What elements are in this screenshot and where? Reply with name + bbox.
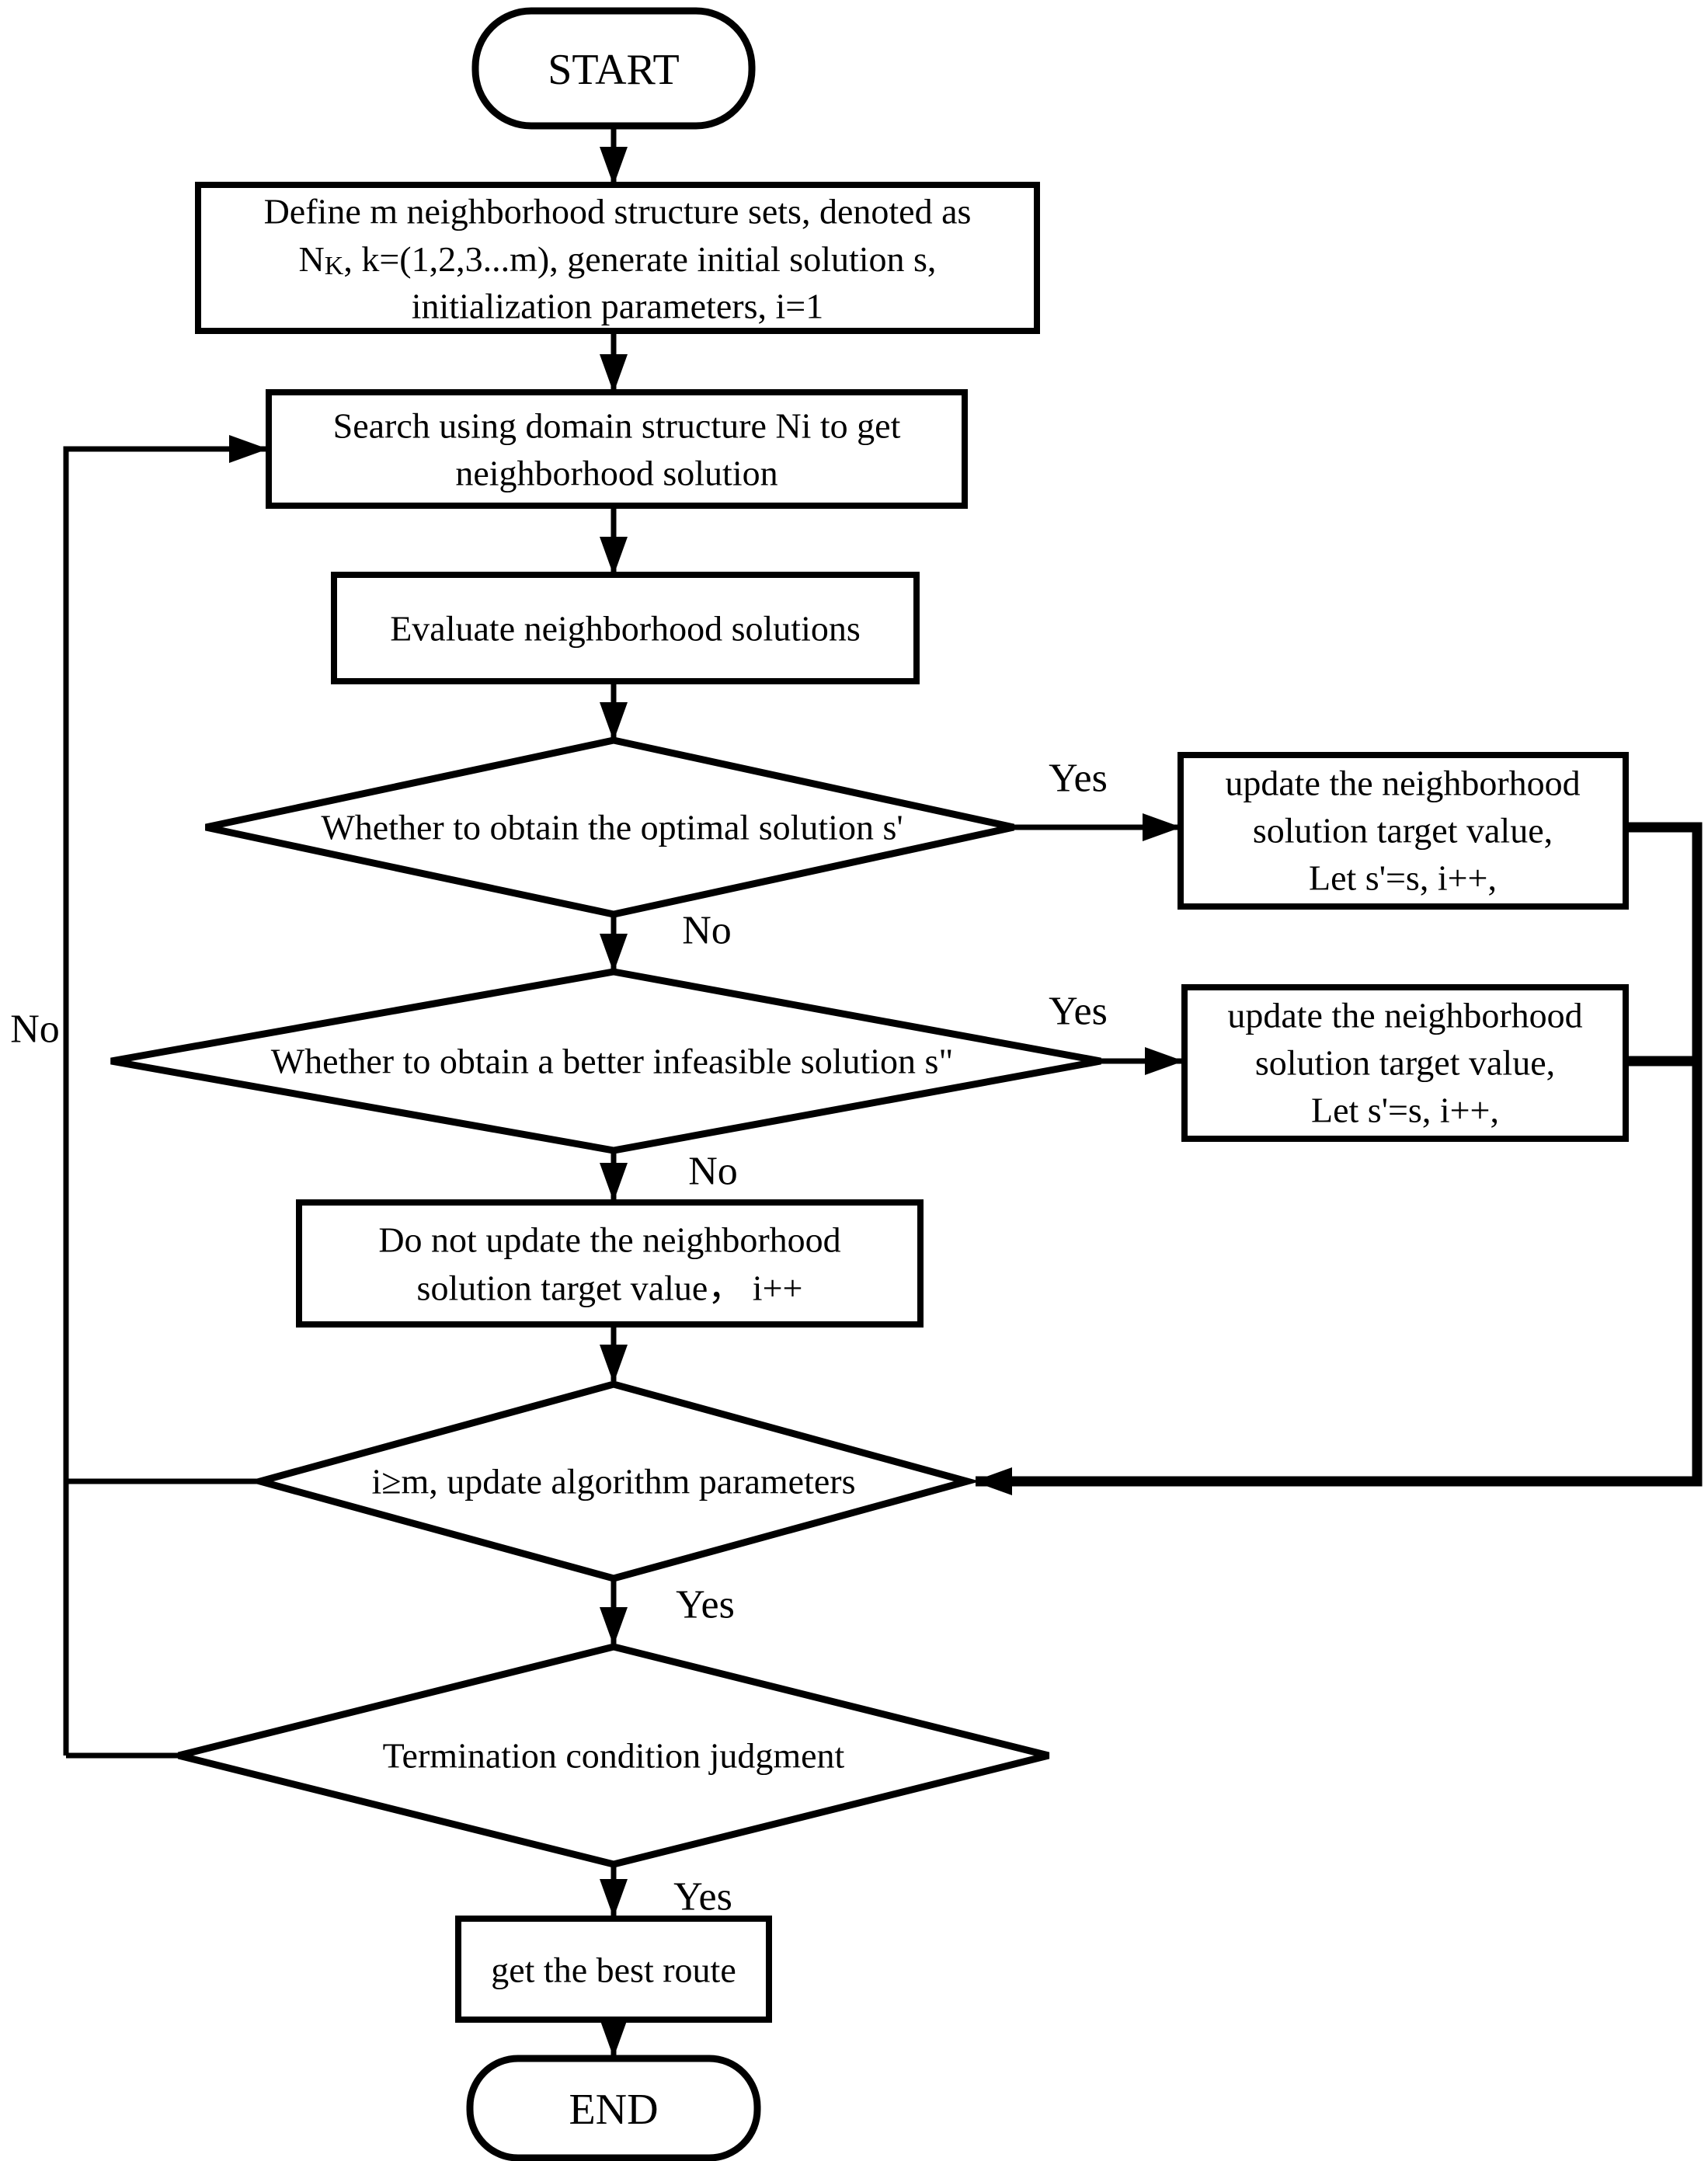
update-optimal-process-node: update the neighborhood solution target …: [1178, 752, 1629, 910]
decision-optimal-shape: [205, 736, 1014, 918]
define-process-shape: [195, 182, 1040, 334]
edge-right-rail-to-decision-iterations: [973, 822, 1703, 1495]
update-infeasible-line-2: solution target value,: [1255, 1043, 1555, 1083]
define-line-2: NK, k=(1,2,3...m), generate initial solu…: [299, 239, 937, 280]
evaluate-label: Evaluate neighborhood solutions: [390, 609, 861, 649]
search-process-shape: [266, 389, 968, 509]
search-line-1: Search using domain structure Ni to get: [333, 406, 901, 446]
start-label: START: [548, 46, 680, 94]
decision-termination-label: Termination condition judgment: [383, 1736, 845, 1776]
edge-labels: Yes No Yes No Yes Yes No: [10, 757, 1108, 1919]
end-terminator-shape: [466, 2055, 761, 2161]
label-infeasible-yes: Yes: [1049, 990, 1108, 1034]
search-line-2: neighborhood solution: [455, 454, 777, 493]
best-route-process-node: get the best route: [455, 1916, 772, 2023]
label-iterations-yes: Yes: [676, 1583, 735, 1627]
update-infeasible-process-node: update the neighborhood solution target …: [1181, 984, 1629, 1142]
end-label: END: [569, 2086, 658, 2134]
label-loop-no: No: [10, 1007, 60, 1052]
update-optimal-line-1: update the neighborhood: [1225, 764, 1580, 803]
connector-edges: [63, 126, 1703, 2058]
update-infeasible-line-3: Let s'=s, i++,: [1311, 1091, 1499, 1130]
decision-iterations-node: i≥m, update algorithm parameters: [247, 1380, 980, 1582]
define-line-1: Define m neighborhood structure sets, de…: [264, 192, 972, 231]
decision-iterations-label: i≥m, update algorithm parameters: [371, 1462, 855, 1502]
decision-infeasible-node: Whether to obtain a better infeasible so…: [110, 968, 1101, 1154]
start-terminator-shape: [471, 7, 756, 130]
evaluate-process-node: Evaluate neighborhood solutions: [331, 572, 920, 684]
update-optimal-line-3: Let s'=s, i++,: [1309, 858, 1497, 898]
search-process-node: Search using domain structure Ni to get …: [266, 389, 968, 509]
update-infeasible-line-1: update the neighborhood: [1227, 996, 1582, 1035]
label-optimal-no: No: [682, 909, 732, 953]
decision-infeasible-label: Whether to obtain a better infeasible so…: [271, 1042, 953, 1081]
decision-optimal-node: Whether to obtain the optimal solution s…: [205, 736, 1014, 918]
update-infeasible-shape: [1181, 984, 1629, 1142]
no-update-shape: [296, 1199, 924, 1328]
decision-optimal-label: Whether to obtain the optimal solution s…: [321, 808, 903, 847]
update-optimal-shape: [1178, 752, 1629, 910]
no-update-process-node: Do not update the neighborhood solution …: [296, 1199, 924, 1328]
edge-left-rail-to-search: [63, 435, 268, 1756]
define-line-3: initialization parameters, i=1: [412, 287, 823, 326]
label-infeasible-no: No: [688, 1150, 738, 1194]
best-route-label: get the best route: [491, 1950, 736, 1990]
evaluate-process-shape: [331, 572, 920, 684]
no-update-line-1: Do not update the neighborhood: [378, 1220, 840, 1260]
update-optimal-line-2: solution target value,: [1253, 811, 1553, 851]
decision-termination-node: Termination condition judgment: [177, 1643, 1050, 1868]
define-process-node: Define m neighborhood structure sets, de…: [195, 182, 1040, 334]
decision-iterations-shape: [247, 1380, 980, 1582]
decision-infeasible-shape: [110, 968, 1101, 1154]
end-node: END: [466, 2055, 761, 2161]
label-optimal-yes: Yes: [1049, 757, 1108, 801]
best-route-shape: [455, 1916, 772, 2023]
label-termination-yes: Yes: [673, 1875, 732, 1919]
no-update-line-2: solution target value， i++: [417, 1268, 803, 1308]
decision-termination-shape: [177, 1643, 1050, 1868]
start-node: START: [471, 7, 756, 130]
